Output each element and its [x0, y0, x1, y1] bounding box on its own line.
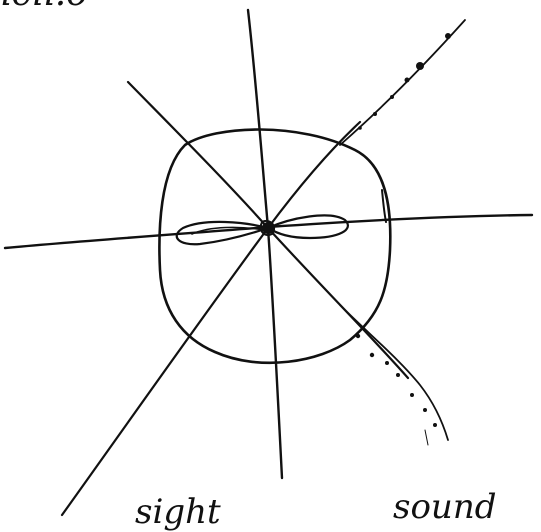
dot — [410, 393, 414, 397]
dot — [433, 423, 437, 427]
dot — [416, 62, 424, 70]
label-sound: sound — [393, 490, 496, 524]
dot — [423, 408, 427, 412]
dot — [445, 33, 451, 39]
dot — [358, 126, 362, 130]
diagonal-line-up — [62, 122, 360, 515]
dot — [385, 361, 389, 365]
dot — [373, 112, 377, 116]
dot — [356, 334, 360, 338]
lower-right-dotted-curve — [340, 305, 448, 440]
upper-right-dotted-ray — [340, 20, 465, 145]
dot — [405, 78, 410, 83]
dot — [390, 95, 394, 99]
diagram-canvas — [0, 0, 541, 521]
faint-mark — [425, 430, 428, 445]
label-sight: sight — [135, 495, 221, 529]
dot — [370, 353, 374, 357]
dot — [396, 373, 400, 377]
vertical-line — [248, 10, 282, 478]
